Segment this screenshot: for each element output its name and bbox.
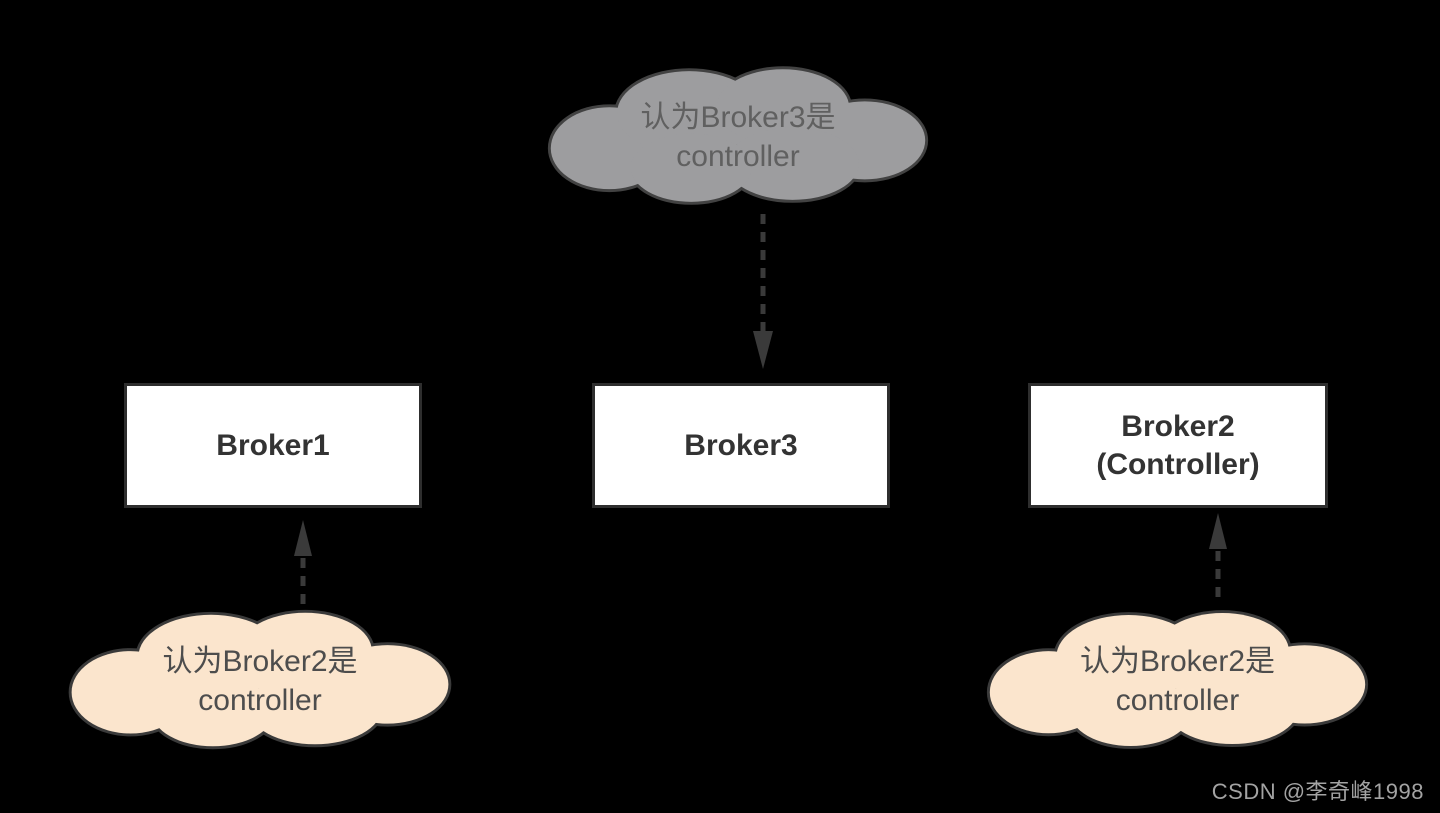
csdn-watermark: CSDN @李奇峰1998 [1211,779,1424,804]
arrow-head-up-icon [1209,513,1227,549]
arrow-head-up-icon [294,520,312,556]
node-broker2-label-line1: Broker2 [1121,409,1235,443]
node-broker2-label-line2: (Controller) [1096,447,1260,481]
thought-cloud-bottom-right [982,602,1373,759]
node-broker1-label: Broker1 [216,428,330,462]
node-broker2-controller: Broker2 (Controller) [1028,383,1328,508]
node-broker3-label: Broker3 [684,428,798,462]
thought-cloud-bottom-left [60,602,460,759]
node-broker3: Broker3 [592,383,890,508]
arrow-head-down-icon [753,331,773,369]
node-broker1: Broker1 [124,383,422,508]
arrow-cloud-to-broker1 [294,520,312,606]
arrow-cloud-to-broker3 [753,214,773,369]
arrow-cloud-to-broker2 [1209,513,1227,604]
thought-cloud-top [543,58,933,215]
